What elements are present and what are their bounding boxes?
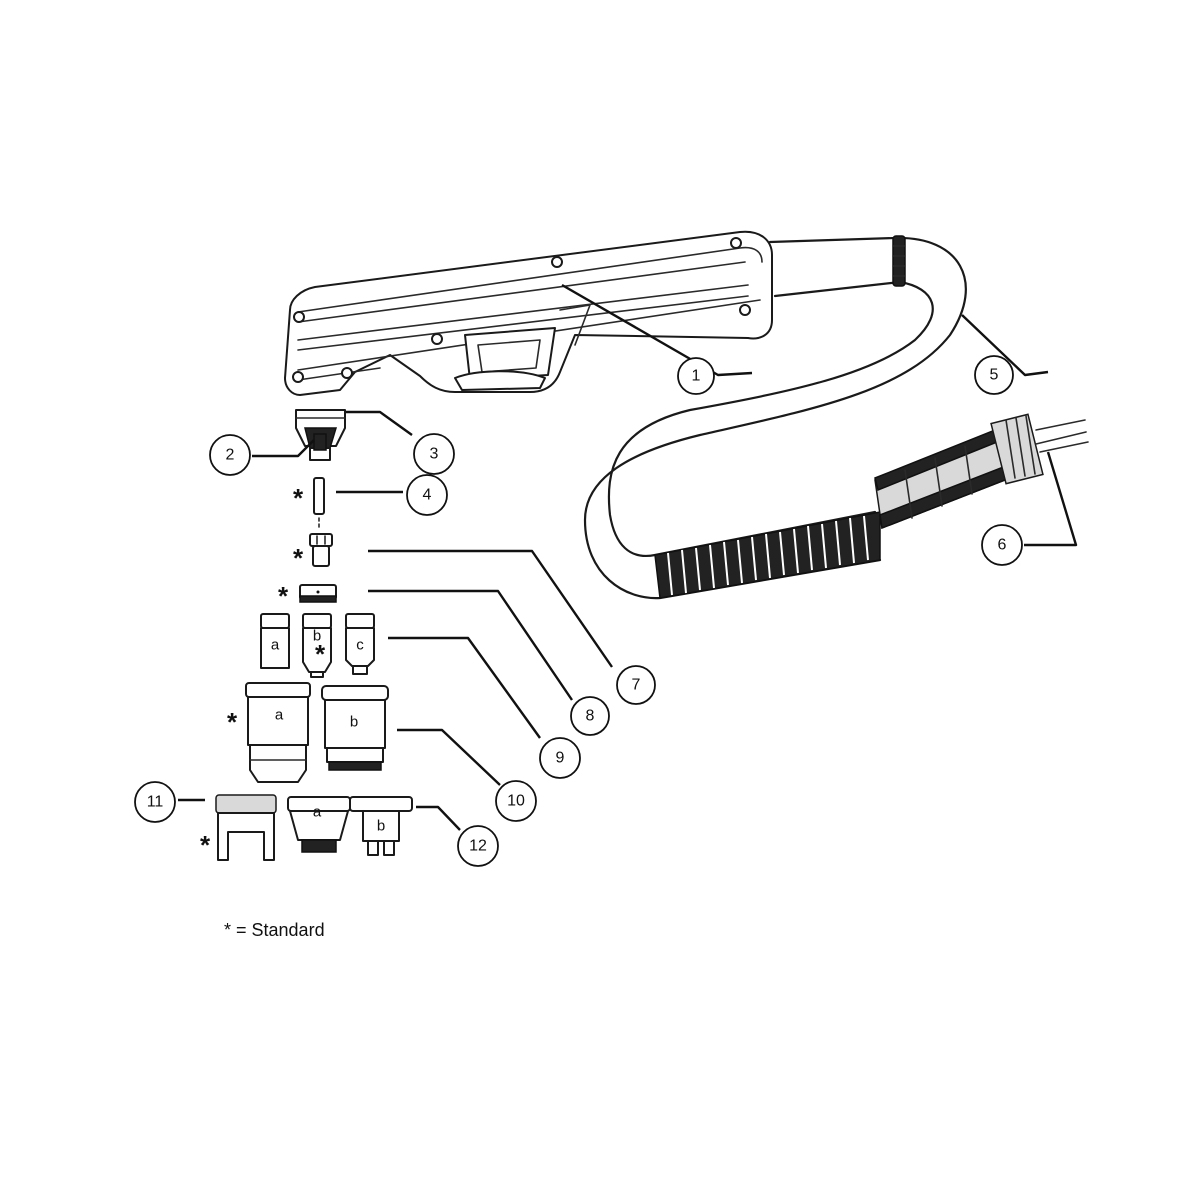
hose-clamp-ring bbox=[892, 235, 906, 287]
callout-1: 1 bbox=[677, 357, 715, 395]
variant-label-9c: c bbox=[356, 637, 364, 654]
svg-text:7: 7 bbox=[632, 677, 641, 694]
callout-6: 6 bbox=[981, 524, 1023, 566]
part-10b-shield-cup: b bbox=[321, 685, 389, 771]
part-11-drag-guide bbox=[215, 794, 277, 861]
standard-marker-part-7: * bbox=[293, 543, 304, 573]
variant-label-12b: b bbox=[377, 818, 385, 835]
svg-text:5: 5 bbox=[990, 367, 999, 384]
part-9c-tip: c bbox=[345, 613, 375, 675]
torch-hose bbox=[583, 235, 1089, 600]
torch-handle bbox=[284, 230, 773, 396]
callout-3: 3 bbox=[413, 433, 455, 475]
variant-label-10a: a bbox=[275, 707, 284, 724]
callout-12: 12 bbox=[457, 825, 499, 867]
legend-standard: * = Standard bbox=[224, 920, 325, 940]
variant-label-9b: b bbox=[313, 628, 321, 645]
standard-marker-part-9b: * bbox=[315, 639, 326, 669]
svg-text:1: 1 bbox=[692, 368, 701, 385]
callout-8: 8 bbox=[570, 696, 610, 736]
svg-text:8: 8 bbox=[586, 708, 595, 725]
svg-text:2: 2 bbox=[226, 447, 235, 464]
callout-11: 11 bbox=[134, 781, 176, 823]
callout-10: 10 bbox=[495, 780, 537, 822]
svg-text:11: 11 bbox=[147, 794, 164, 811]
standard-markers: * * * * * * bbox=[200, 483, 326, 860]
svg-text:10: 10 bbox=[507, 793, 525, 810]
part-9b-tip: b bbox=[302, 613, 332, 678]
part-7-electrode bbox=[309, 533, 333, 567]
standard-marker-part-11: * bbox=[200, 830, 211, 860]
hose-corrugated-sleeve bbox=[654, 511, 881, 599]
callout-9: 9 bbox=[539, 737, 581, 779]
svg-text:9: 9 bbox=[556, 750, 565, 767]
part-10a-shield-cup: a bbox=[245, 682, 311, 783]
callout-2: 2 bbox=[209, 434, 251, 476]
leader-lines bbox=[178, 283, 1078, 831]
callout-4: 4 bbox=[406, 474, 448, 516]
standard-marker-part-8: * bbox=[278, 581, 289, 611]
variant-label-10b: b bbox=[350, 714, 358, 731]
svg-text:6: 6 bbox=[998, 537, 1007, 554]
variant-label-12a: a bbox=[313, 804, 322, 821]
torch-head bbox=[295, 409, 346, 461]
variant-label-9a: a bbox=[271, 637, 280, 654]
svg-text:4: 4 bbox=[423, 487, 432, 504]
hose-connector bbox=[874, 413, 1089, 530]
part-8-swirl-ring bbox=[299, 584, 337, 603]
svg-text:12: 12 bbox=[469, 838, 487, 855]
standard-marker-part-10a: * bbox=[227, 707, 238, 737]
standard-marker-part-4: * bbox=[293, 483, 304, 513]
part-4-insulator-pin bbox=[313, 477, 325, 529]
part-9a-tip: a bbox=[260, 613, 290, 669]
part-12b-shield: b bbox=[349, 796, 413, 856]
part-12a-shield: a bbox=[287, 796, 351, 853]
callout-7: 7 bbox=[616, 665, 656, 705]
svg-text:3: 3 bbox=[430, 446, 439, 463]
callout-5: 5 bbox=[974, 355, 1014, 395]
